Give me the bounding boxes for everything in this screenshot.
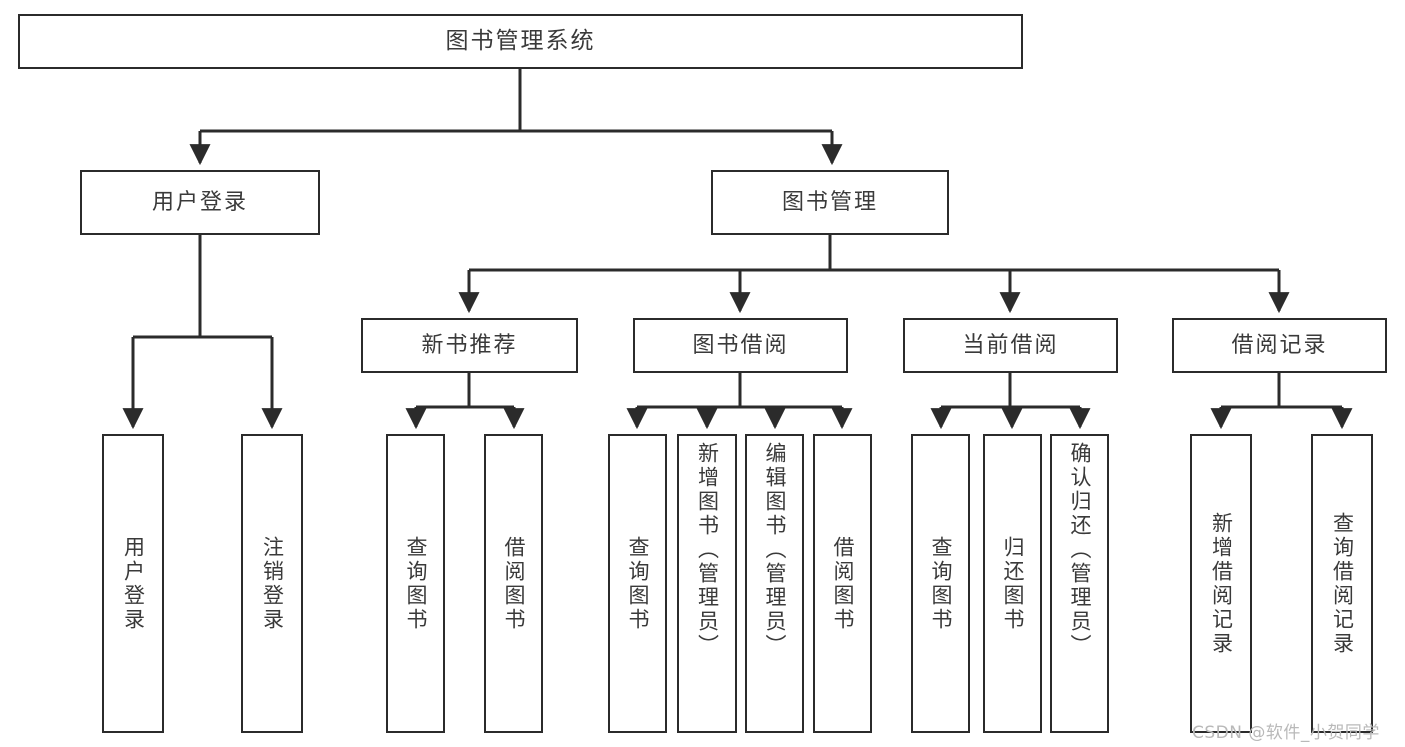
leaf-add-borrow-record-label: 新增借阅记录 — [1209, 511, 1234, 656]
leaf-logout[interactable]: 注销登录 — [241, 434, 303, 733]
leaf-borrow-book-label: 借阅图书 — [831, 535, 855, 632]
leaf-query-book-recommend-label: 查询图书 — [404, 535, 428, 632]
leaf-add-borrow-record[interactable]: 新增借阅记录 — [1190, 434, 1252, 733]
watermark: CSDN @软件_小贺同学 — [1192, 723, 1380, 743]
leaf-borrow-book[interactable]: 借阅图书 — [813, 434, 872, 733]
leaf-query-book-label: 查询图书 — [626, 535, 650, 632]
node-new-book-recommend-label: 新书推荐 — [421, 332, 518, 358]
leaf-add-book-admin-label: 新增图书（管理员） — [695, 442, 720, 658]
leaf-confirm-return-admin-label: 确认归还（管理员） — [1068, 442, 1092, 658]
leaf-edit-book-admin[interactable]: 编辑图书（管理员） — [745, 434, 804, 733]
leaf-return-book[interactable]: 归还图书 — [983, 434, 1042, 733]
leaf-user-login[interactable]: 用户登录 — [102, 434, 164, 733]
node-current-borrow-label: 当前借阅 — [962, 332, 1059, 358]
node-book-management[interactable]: 图书管理 — [711, 170, 949, 235]
leaf-query-book-current-label: 查询图书 — [929, 535, 953, 632]
leaf-user-login-label: 用户登录 — [121, 535, 146, 632]
node-borrow-record-label: 借阅记录 — [1231, 332, 1328, 358]
leaf-query-borrow-record-label: 查询借阅记录 — [1330, 511, 1355, 656]
node-root[interactable]: 图书管理系统 — [18, 14, 1023, 69]
leaf-confirm-return-admin[interactable]: 确认归还（管理员） — [1050, 434, 1109, 733]
node-root-label: 图书管理系统 — [445, 27, 596, 54]
leaf-borrow-book-recommend-label: 借阅图书 — [502, 535, 526, 632]
node-borrow-record[interactable]: 借阅记录 — [1172, 318, 1387, 373]
leaf-query-book[interactable]: 查询图书 — [608, 434, 667, 733]
leaf-logout-label: 注销登录 — [260, 535, 285, 632]
leaf-return-book-label: 归还图书 — [1001, 535, 1025, 632]
node-user-login[interactable]: 用户登录 — [80, 170, 320, 235]
leaf-edit-book-admin-label: 编辑图书（管理员） — [763, 442, 787, 658]
leaf-query-borrow-record[interactable]: 查询借阅记录 — [1311, 434, 1373, 733]
leaf-query-book-recommend[interactable]: 查询图书 — [386, 434, 445, 733]
node-book-borrow-label: 图书借阅 — [692, 332, 789, 358]
node-new-book-recommend[interactable]: 新书推荐 — [361, 318, 578, 373]
node-book-borrow[interactable]: 图书借阅 — [633, 318, 848, 373]
leaf-query-book-current[interactable]: 查询图书 — [911, 434, 970, 733]
node-user-login-label: 用户登录 — [151, 189, 248, 215]
node-book-management-label: 图书管理 — [781, 189, 878, 215]
node-current-borrow[interactable]: 当前借阅 — [903, 318, 1118, 373]
leaf-borrow-book-recommend[interactable]: 借阅图书 — [484, 434, 543, 733]
leaf-add-book-admin[interactable]: 新增图书（管理员） — [677, 434, 737, 733]
